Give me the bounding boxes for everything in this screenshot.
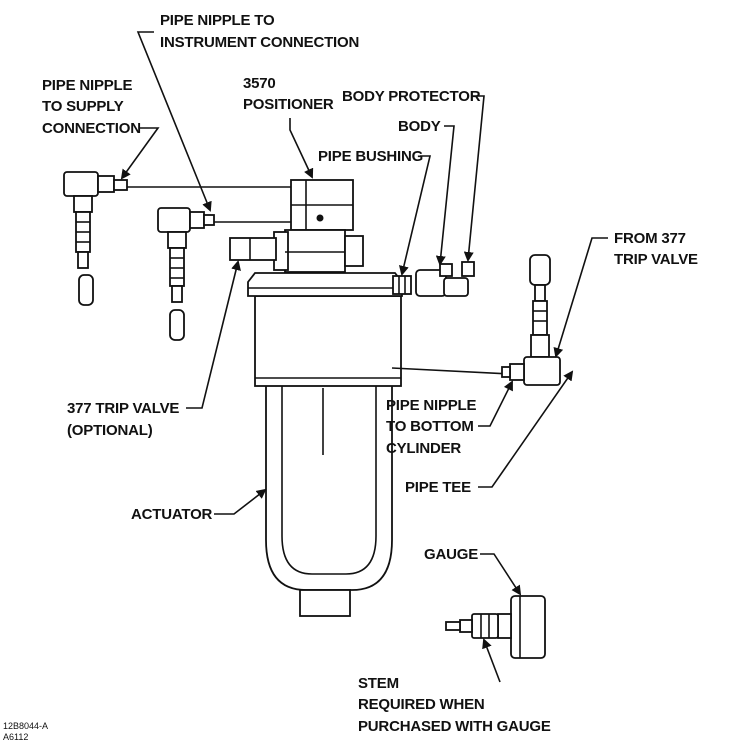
label-stem-3: PURCHASED WITH GAUGE [358, 718, 551, 735]
label-pipe-tee: PIPE TEE [405, 479, 471, 496]
figure-code-2: A6112 [3, 732, 28, 742]
label-positioner-2: POSITIONER [243, 96, 334, 113]
label-trip-valve-2: (OPTIONAL) [67, 422, 153, 439]
label-stem-2: REQUIRED WHEN [358, 696, 485, 713]
label-from-377-2: TRIP VALVE [614, 251, 698, 268]
label-positioner-1: 3570 [243, 75, 276, 92]
actuator [247, 272, 403, 617]
label-pipe-nipple-bottom-2: TO BOTTOM [386, 418, 474, 435]
label-gauge: GAUGE [424, 546, 478, 563]
label-pipe-nipple-instrument-1: PIPE NIPPLE TO [160, 12, 275, 29]
instrument-pipe-tee-assembly [157, 207, 215, 341]
label-body: BODY [398, 118, 441, 135]
label-from-377-1: FROM 377 [614, 230, 686, 247]
label-pipe-nipple-bottom-1: PIPE NIPPLE [386, 397, 477, 414]
positioner-3570 [229, 179, 364, 273]
label-pipe-nipple-bottom-3: CYLINDER [386, 440, 461, 457]
supply-tubing [127, 186, 511, 375]
pipe-bushing [392, 275, 412, 295]
trip-valve-fitting-assembly [529, 254, 551, 358]
label-pipe-nipple-supply-3: CONNECTION [42, 120, 141, 137]
gauge [497, 595, 546, 659]
figure-code-1: 12B8044-A [3, 721, 48, 731]
label-pipe-bushing: PIPE BUSHING [318, 148, 423, 165]
label-pipe-nipple-supply-1: PIPE NIPPLE [42, 77, 133, 94]
label-pipe-nipple-supply-2: TO SUPPLY [42, 98, 124, 115]
gauge-stem [445, 613, 499, 639]
body-protector [443, 261, 475, 297]
supply-pipe-tee-assembly [63, 171, 128, 306]
label-body-protector: BODY PROTECTOR [342, 88, 481, 105]
leader-lines [120, 31, 608, 683]
label-stem-1: STEM [358, 675, 399, 692]
label-actuator: ACTUATOR [131, 506, 213, 523]
label-pipe-nipple-instrument-2: INSTRUMENT CONNECTION [160, 34, 359, 51]
label-trip-valve-1: 377 TRIP VALVE [67, 400, 179, 417]
pipe-tee [501, 356, 561, 386]
